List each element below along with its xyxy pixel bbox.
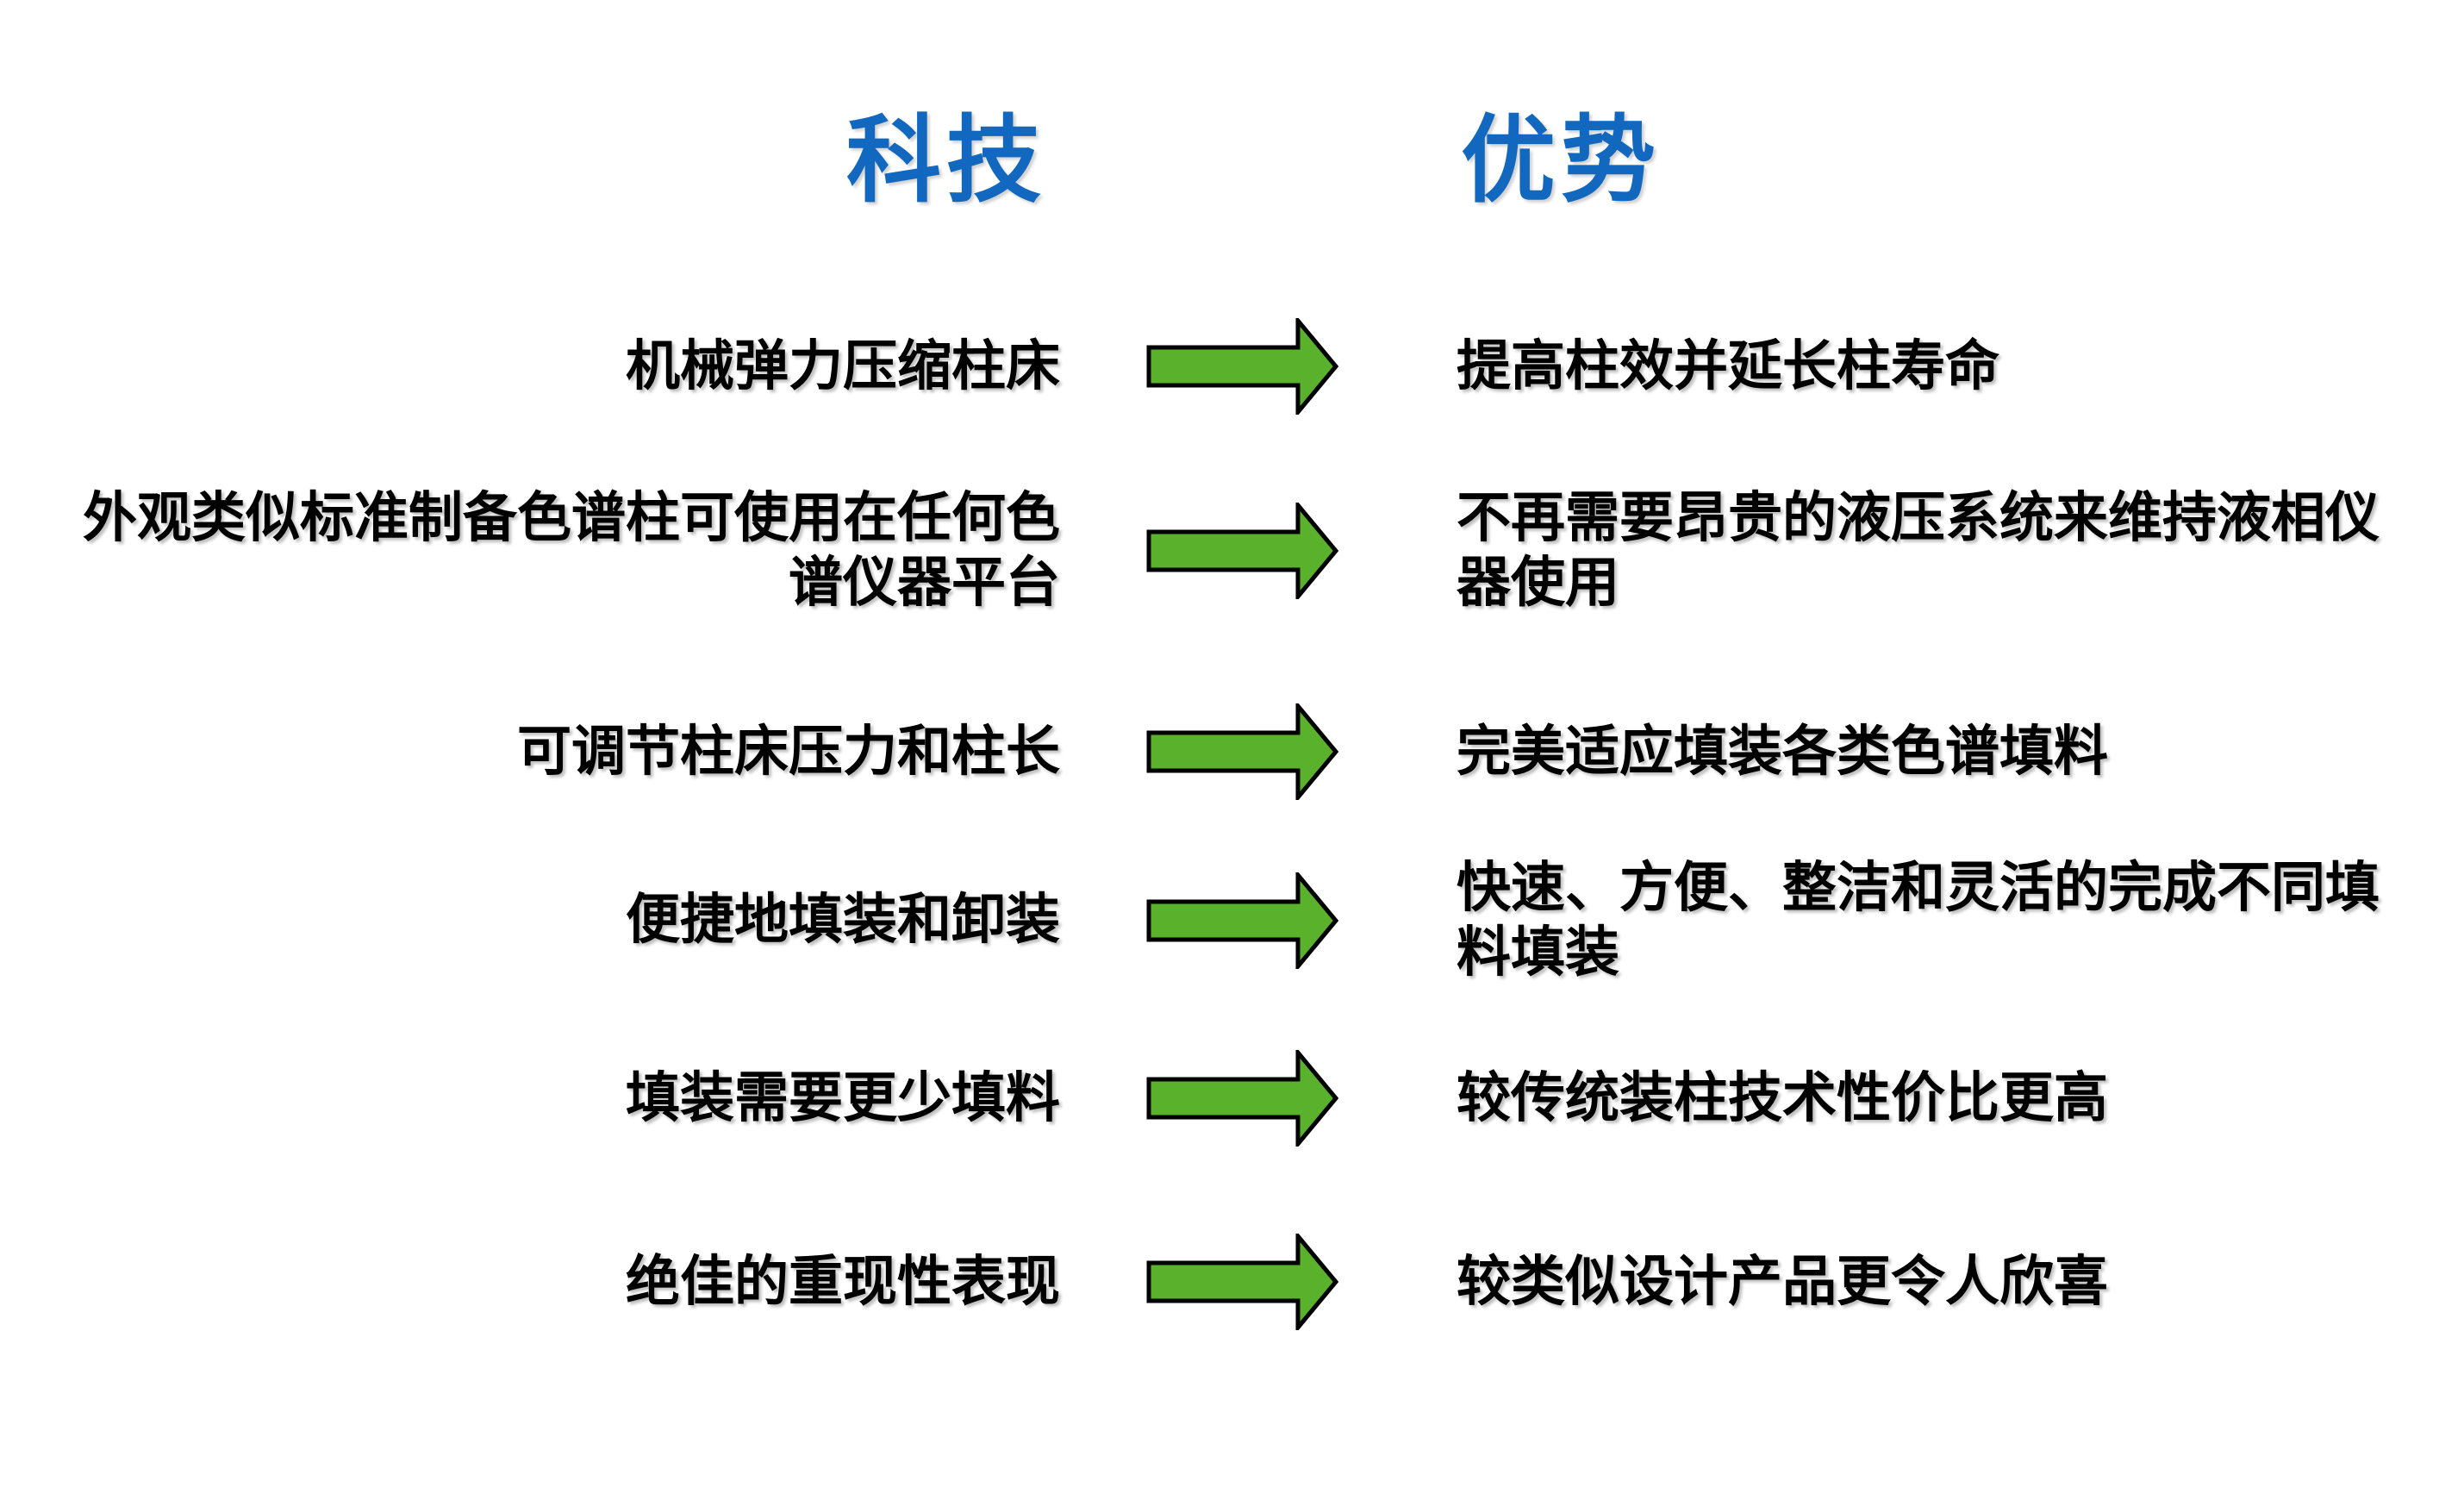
arrow-right-icon (1060, 1234, 1457, 1330)
tech-label: 机械弹力压缩柱床 (626, 335, 1060, 397)
arrow-right-icon (1060, 872, 1457, 969)
tech-label: 填装需要更少填料 (626, 1067, 1060, 1128)
benefit-label: 较类似设计产品更令人欣喜 (1457, 1251, 2108, 1312)
tech-label: 绝佳的重现性表现 (626, 1251, 1060, 1312)
comparison-row: 机械弹力压缩柱床 提高柱效并延长柱寿命 (69, 318, 2405, 415)
tech-label: 外观类似标准制备色谱柱可使用在任何色谱仪器平台 (83, 488, 1060, 613)
comparison-row: 便捷地填装和卸装 快速、方便、整洁和灵活的完成不同填料填装 (69, 856, 2405, 985)
comparison-row: 外观类似标准制备色谱柱可使用在任何色谱仪器平台 不再需要昂贵的液压系统来维持液相… (69, 486, 2405, 616)
tech-label: 可调节柱床压力和柱长 (517, 721, 1060, 782)
tech-label: 便捷地填装和卸装 (626, 890, 1060, 951)
benefit-label: 提高柱效并延长柱寿命 (1457, 335, 1999, 397)
column-header-benefit: 优势 (1461, 108, 1661, 214)
arrow-right-icon (1060, 318, 1457, 415)
comparison-row: 填装需要更少填料 较传统装柱技术性价比更高 (69, 1050, 2405, 1147)
comparison-row: 可调节柱床压力和柱长 完美适应填装各类色谱填料 (69, 703, 2405, 800)
arrow-right-icon (1060, 503, 1457, 599)
benefit-label: 较传统装柱技术性价比更高 (1457, 1067, 2108, 1128)
arrow-right-icon (1060, 703, 1457, 800)
column-header-tech: 科技 (846, 108, 1046, 214)
benefit-label: 不再需要昂贵的液压系统来维持液相仪器使用 (1457, 488, 2380, 613)
benefit-label: 完美适应填装各类色谱填料 (1457, 721, 2108, 782)
benefit-label: 快速、方便、整洁和灵活的完成不同填料填装 (1457, 858, 2380, 983)
comparison-row: 绝佳的重现性表现 较类似设计产品更令人欣喜 (69, 1234, 2405, 1330)
arrow-right-icon (1060, 1050, 1457, 1147)
